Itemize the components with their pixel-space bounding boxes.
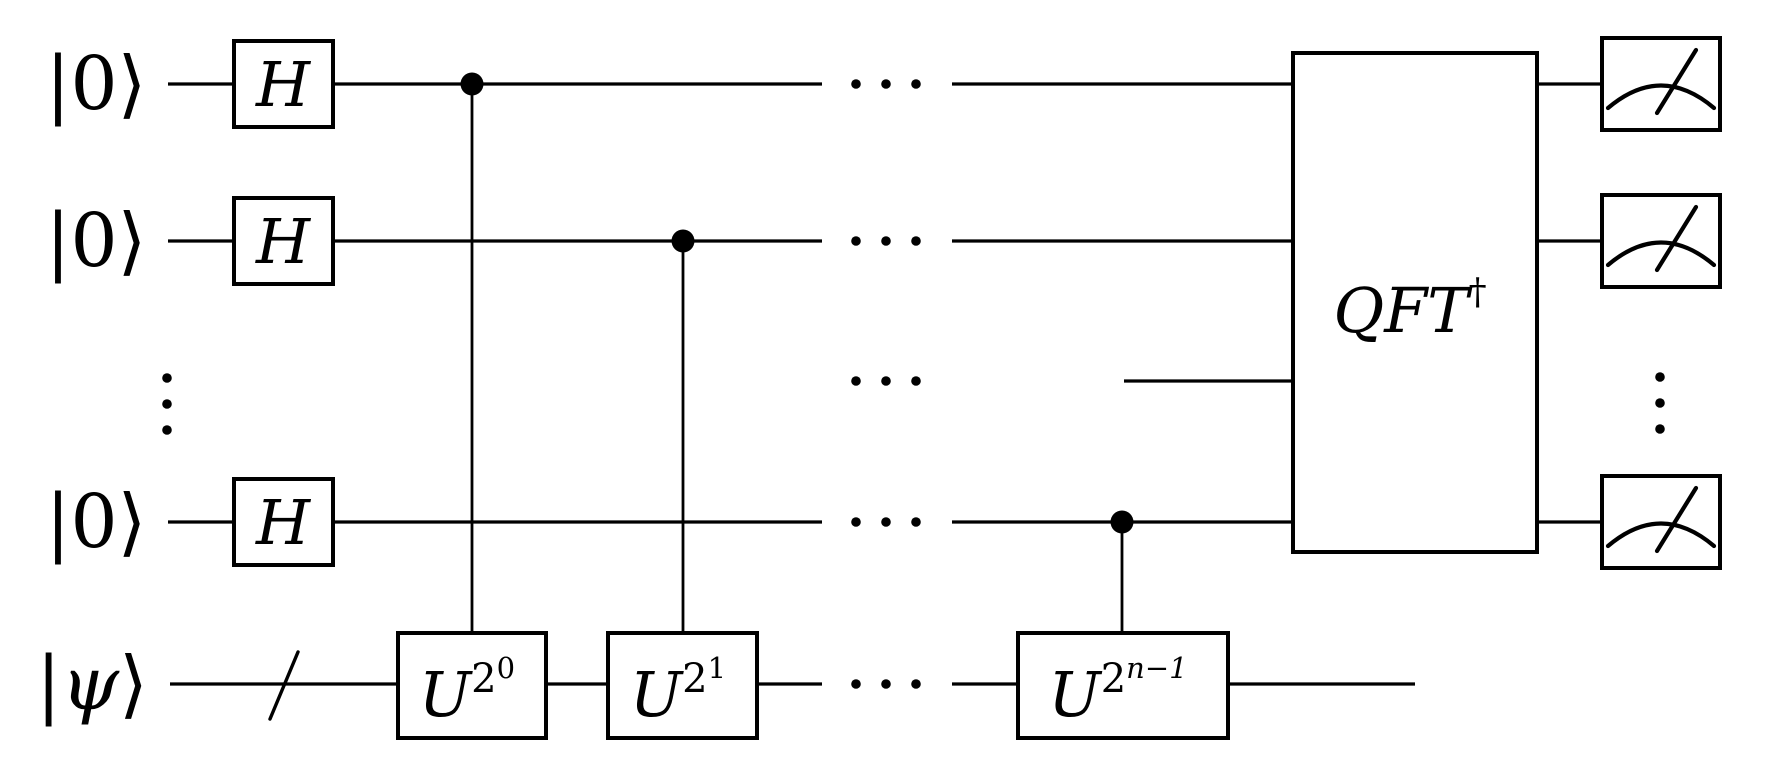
hadamard-gate-q1: H [232,196,335,286]
wire-row-target: |ψ⟩ [36,641,1415,727]
cdots-icon [851,679,921,689]
control-un [1110,510,1134,633]
gauge-needle-icon [1654,204,1699,273]
control-u1 [671,229,695,633]
vdots-dot [1655,424,1665,434]
ellipsis-dot [911,679,921,689]
gauge-arc-icon [1605,240,1717,268]
gate-box [232,477,335,567]
gauge-needle-icon [1654,47,1699,116]
hadamard-gate-qn: H [232,477,335,567]
gate-label: U2n−1 [1048,651,1187,731]
u-gate-power-n-1: U2n−1 [1016,631,1230,740]
measurement-gate-q1 [1600,193,1722,289]
bundle-slash-icon [268,650,300,721]
u-gate-power0: U20 [396,631,548,740]
cdots-icon [851,376,921,386]
gate-box [232,39,335,129]
ellipsis-dot [881,236,891,246]
ellipsis-dot [851,517,861,527]
qft-inverse-block: QFT† [1291,51,1539,554]
wire-row-q0: |0⟩ [46,41,1602,127]
gate-label: H [255,205,312,278]
cdots-icon [851,236,921,246]
vdots-dot [162,399,172,409]
vdots-dot [162,425,172,435]
ket-label-qn: |0⟩ [46,479,147,565]
gate-box [1291,51,1539,554]
vdots-dot [1655,398,1665,408]
gate-label: QFT† [1333,272,1486,347]
gate-label: H [255,48,312,121]
vdots-left-icon [162,373,172,435]
vdots-dot [1655,372,1665,382]
ellipsis-dot [911,376,921,386]
gauge-arc-icon [1605,521,1717,549]
ellipsis-dot [911,79,921,89]
vdots-dot [162,373,172,383]
wire-row-qn: |0⟩ [46,479,1602,565]
wire-row-q1: |0⟩ [46,198,1602,284]
measurement-gate-q0 [1600,36,1722,132]
control-u0 [460,72,484,633]
ket-label-target: |ψ⟩ [36,641,148,727]
control-dot-icon [671,229,695,253]
measurement-box [1600,193,1722,289]
ket-label-q0: |0⟩ [46,41,147,127]
ellipsis-dot [851,236,861,246]
ellipsis-dot [881,517,891,527]
gate-label: U21 [630,651,726,731]
ket-label-q1: |0⟩ [46,198,147,284]
control-dot-icon [1110,510,1134,534]
vdots-right-icon [1655,372,1665,434]
ellipsis-dot [881,79,891,89]
ellipsis-dot [881,679,891,689]
ellipsis-dot [851,679,861,689]
ellipsis-dot [851,376,861,386]
ellipsis-dot [851,79,861,89]
gate-box [396,631,548,740]
ellipsis-dot [911,236,921,246]
measurement-gate-qn [1600,474,1722,570]
gate-label: H [255,486,312,559]
measurement-box [1600,474,1722,570]
cdots-icon [851,517,921,527]
gate-box [232,196,335,286]
gate-box [1016,631,1230,740]
gate-label: U20 [419,651,515,731]
hadamard-gate-q0: H [232,39,335,129]
gate-box [606,631,759,740]
ellipsis-dot [911,517,921,527]
u-gate-power1: U21 [606,631,759,740]
cdots-icon [851,79,921,89]
control-dot-icon [460,72,484,96]
ellipsis-dot [881,376,891,386]
wire-row-elided [162,372,1665,435]
gauge-needle-icon [1654,485,1699,554]
gauge-arc-icon [1605,83,1717,111]
